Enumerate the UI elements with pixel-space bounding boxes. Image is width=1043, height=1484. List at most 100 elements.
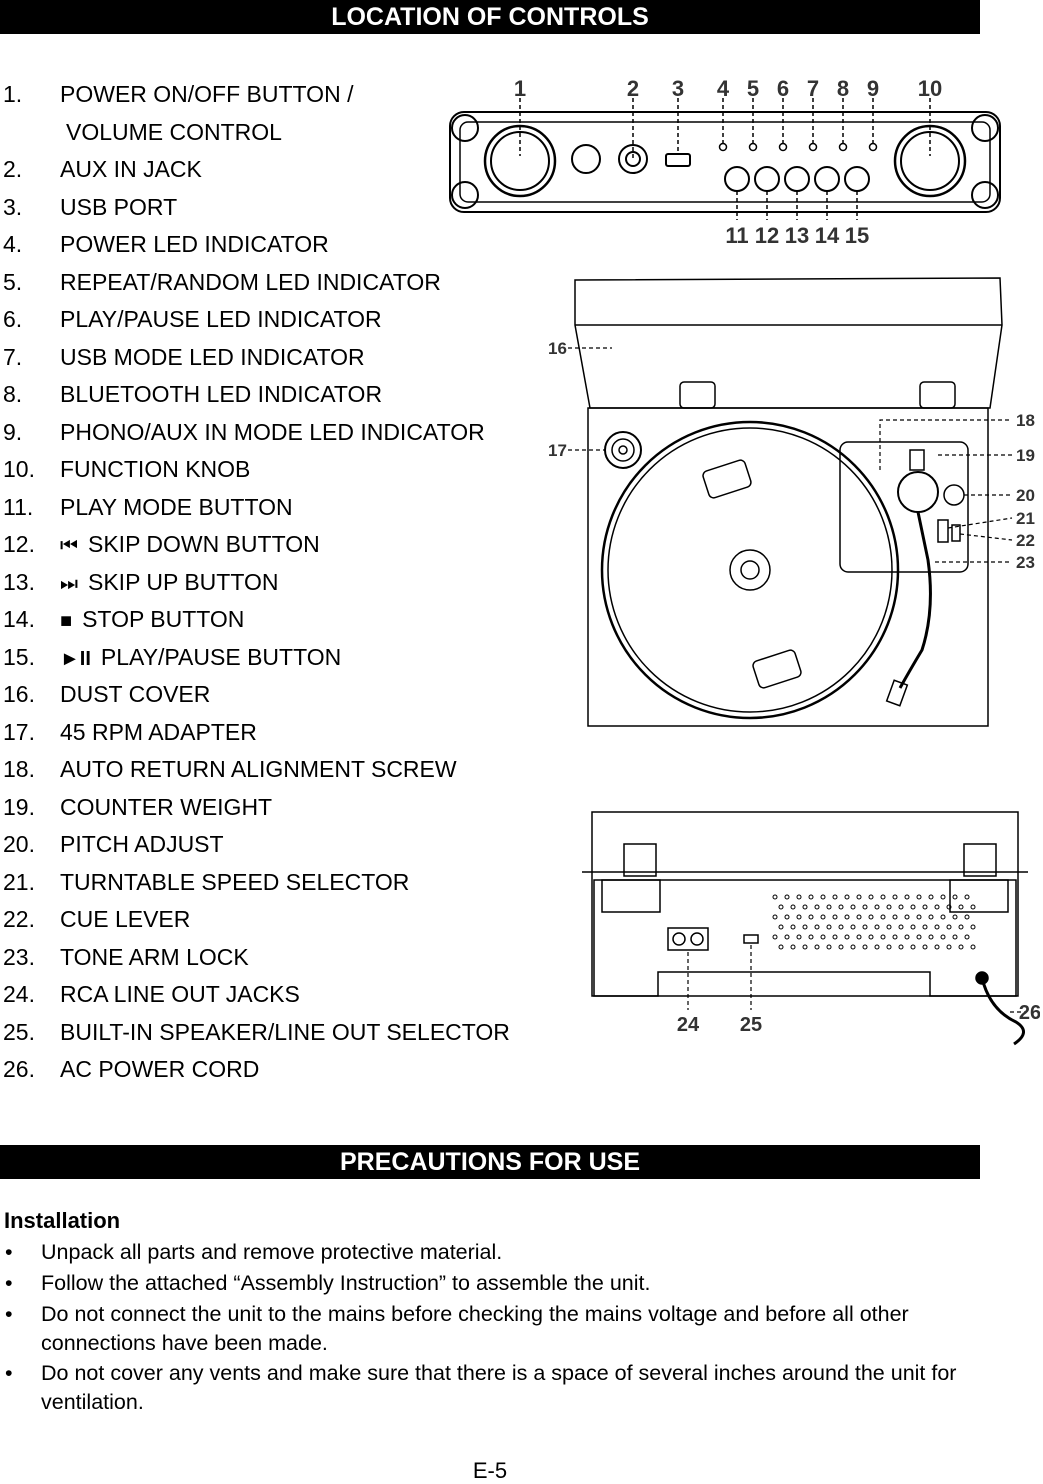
led-indicator (718, 142, 728, 152)
speaker-hole (778, 924, 784, 930)
speaker-hole (922, 944, 928, 950)
callout-label: 14 (815, 223, 840, 248)
speaker-hole (856, 934, 862, 940)
speaker-hole (916, 934, 922, 940)
aux-in-jack-inner (625, 151, 641, 167)
usb-port (665, 153, 691, 167)
speaker-hole (946, 904, 952, 910)
list-item: • Unpack all parts and remove protective… (0, 1238, 985, 1267)
list-item: 14.■STOP BUTTON (0, 601, 560, 639)
hinge (919, 381, 956, 409)
speaker-hole (850, 904, 856, 910)
hinge (963, 843, 997, 877)
led-indicator (778, 142, 788, 152)
speaker-hole (808, 934, 814, 940)
hinge-bracket (949, 879, 1009, 913)
callout-line (959, 533, 1013, 541)
led-indicator (748, 142, 758, 152)
speaker-hole (898, 924, 904, 930)
list-item: 24.RCA LINE OUT JACKS (3, 981, 300, 1007)
speaker-hole (832, 914, 838, 920)
speaker-hole (886, 904, 892, 910)
corner-screw (971, 114, 999, 142)
list-item: 22.CUE LEVER (3, 906, 191, 932)
skip-down-icon: ⏮ (60, 535, 78, 557)
speaker-hole (844, 894, 850, 900)
list-item: 21.TURNTABLE SPEED SELECTOR (3, 868, 410, 895)
section-title-precautions: PRECAUTIONS FOR USE (0, 1145, 980, 1179)
list-item: 2.AUX IN JACK (3, 156, 202, 182)
speaker-hole (964, 914, 970, 920)
callout-label: 23 (1016, 553, 1035, 572)
speaker-hole (952, 894, 958, 900)
speaker-hole (838, 944, 844, 950)
callout-label: 8 (837, 76, 849, 101)
callout-label: 1 (514, 76, 526, 101)
speaker-hole (970, 904, 976, 910)
hinge (623, 843, 657, 877)
speaker-hole (916, 914, 922, 920)
list-item: 6.PLAY/PAUSE LED INDICATOR (3, 306, 382, 332)
dust-cover (574, 277, 1003, 409)
speaker-hole (946, 944, 952, 950)
callout-label: 19 (1016, 446, 1035, 465)
list-item: VOLUME CONTROL (66, 118, 282, 145)
hinge (679, 381, 716, 409)
speaker-hole (832, 934, 838, 940)
speaker-hole (916, 894, 922, 900)
speaker-hole (940, 914, 946, 920)
turntable-rear-view-diagram: 24 25 26 (582, 811, 1040, 1046)
speaker-hole (934, 924, 940, 930)
panel-button (754, 166, 780, 192)
speaker-hole (808, 894, 814, 900)
speaker-hole (838, 924, 844, 930)
rca-jacks-housing (667, 927, 709, 951)
page-number: E-5 (472, 1458, 508, 1483)
led-indicator (868, 142, 878, 152)
speed-selector (937, 519, 949, 543)
spindle (740, 560, 760, 580)
speaker-hole (868, 914, 874, 920)
list-item: • Do not cover any vents and make sure t… (5, 1361, 957, 1414)
list-item: • Follow the attached “Assembly Instruct… (0, 1269, 985, 1298)
speaker-hole (802, 904, 808, 910)
turntable-top-view-diagram: 16 17 18 19 20 21 22 23 (548, 277, 1035, 727)
corner-screw (451, 181, 479, 209)
speaker-hole (928, 934, 934, 940)
speaker-hole (778, 944, 784, 950)
cartridge (885, 679, 909, 707)
speaker-hole (910, 904, 916, 910)
speaker-hole (868, 934, 874, 940)
rpm-adapter-inner (611, 438, 635, 462)
speaker-hole (868, 894, 874, 900)
section-title-location-of-controls: LOCATION OF CONTROLS (0, 0, 980, 34)
speaker-hole (778, 904, 784, 910)
platter-grip (752, 649, 802, 689)
speaker-hole (796, 914, 802, 920)
speaker-hole (820, 934, 826, 940)
callout-label: 17 (548, 441, 567, 460)
speaker-hole (970, 924, 976, 930)
speaker-hole (784, 934, 790, 940)
panel-button (814, 166, 840, 192)
platter-inner (607, 427, 893, 713)
list-item: 11.PLAY MODE BUTTON (3, 493, 293, 520)
speaker-hole (928, 914, 934, 920)
list-item: 7.USB MODE LED INDICATOR (3, 343, 365, 370)
list-item: 18.AUTO RETURN ALIGNMENT SCREW (3, 756, 457, 782)
speaker-hole (874, 904, 880, 910)
speaker-hole (862, 904, 868, 910)
speaker-hole (856, 894, 862, 900)
play-pause-icon: ►II (60, 647, 91, 670)
rpm-adapter (604, 431, 642, 469)
speaker-hole (958, 944, 964, 950)
speaker-hole (802, 944, 808, 950)
speaker-hole (844, 914, 850, 920)
rpm-adapter-center (618, 445, 628, 455)
speaker-hole (910, 924, 916, 930)
speaker-hole (814, 944, 820, 950)
rear-panel (593, 879, 1017, 997)
speaker-hole (874, 944, 880, 950)
spindle-ring (729, 549, 771, 591)
speaker-hole (784, 894, 790, 900)
